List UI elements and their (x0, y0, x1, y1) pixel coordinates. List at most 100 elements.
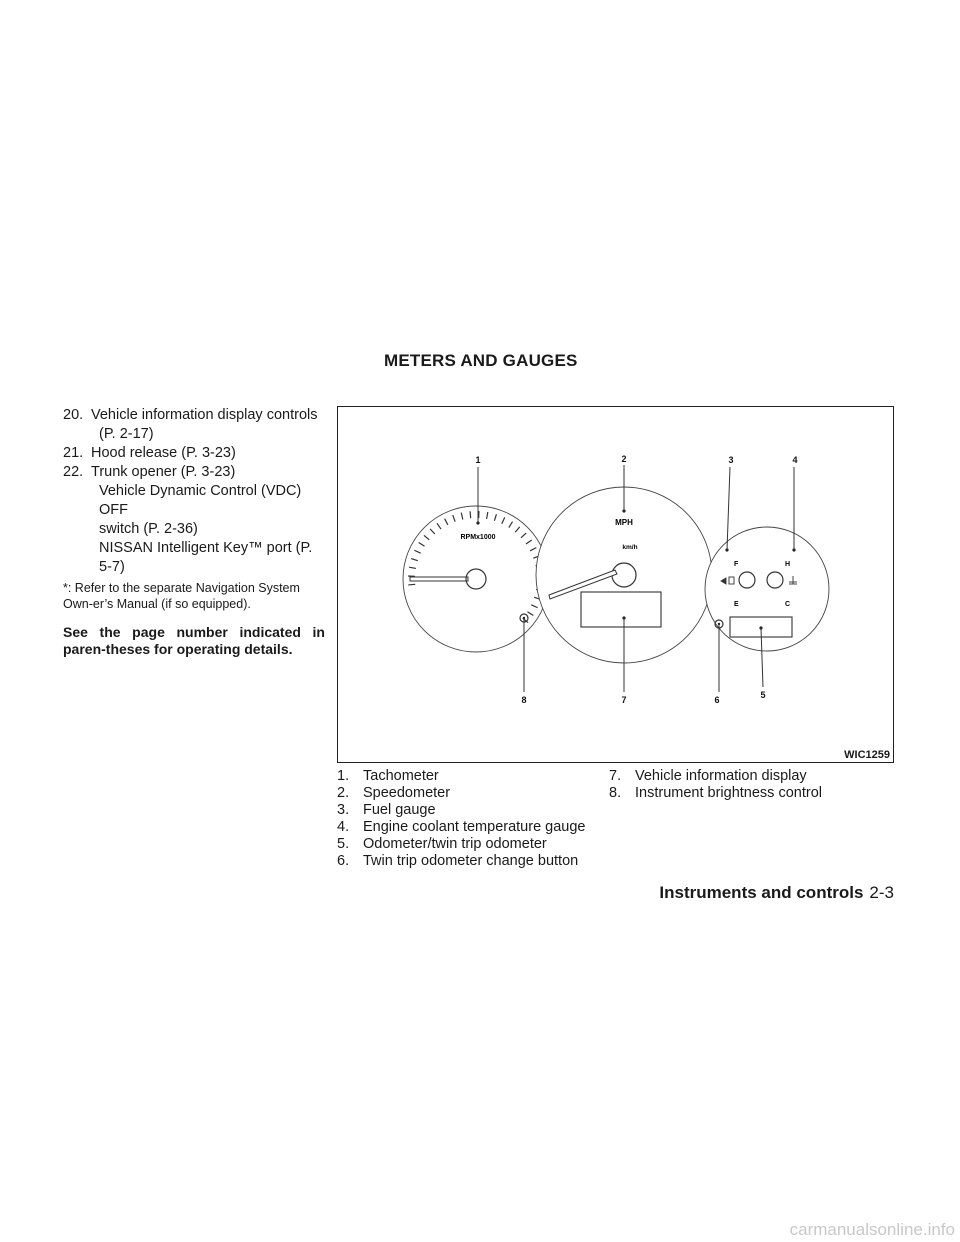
tachometer-tick (469, 511, 472, 519)
tachometer-tick (429, 528, 436, 535)
callout-1: 1 (475, 455, 480, 465)
temp-cold-label: C (785, 601, 790, 608)
legend-number: 8. (609, 785, 622, 801)
item-text: Hood release (P. 3-23) (91, 445, 236, 461)
tachometer-needle (409, 576, 469, 582)
legend-text: Instrument brightness control (635, 785, 822, 801)
item-number: 20. (63, 407, 84, 423)
list-item: NISSAN Intelligent Key™ port (P. 5-7) (63, 539, 325, 577)
item-text: NISSAN Intelligent Key™ port (P. 5-7) (99, 540, 313, 575)
callout-3: 3 (728, 455, 733, 465)
speedometer-sub-label: km/h (622, 544, 637, 551)
cluster-illustration: RPMx1000 MPH km/h F E H C (402, 454, 830, 705)
legend-item: 3. Fuel gauge (337, 802, 607, 819)
legend-text: Vehicle information display (635, 768, 807, 784)
tachometer-tick (408, 583, 416, 586)
tachometer-tick (418, 541, 425, 547)
list-item: switch (P. 2-36) (63, 520, 325, 539)
item-text: switch (P. 2-36) (99, 521, 198, 537)
tachometer-tick (501, 517, 506, 524)
list-item: 22. Trunk opener (P. 3-23) (63, 463, 325, 482)
legend-number: 4. (337, 819, 350, 835)
callout-7: 7 (621, 695, 626, 705)
legend-text: Twin trip odometer change button (363, 853, 579, 869)
tachometer-tick (414, 549, 421, 554)
footnote: *: Refer to the separate Navigation Syst… (63, 581, 300, 611)
tachometer-tick (408, 566, 417, 569)
instruction-note: See the page number indicated in paren-t… (63, 624, 325, 657)
legend-item: 5. Odometer/twin trip odometer (337, 836, 607, 853)
fuel-full-label: F (734, 561, 739, 568)
left-column: 20.Vehicle information display controls … (63, 406, 325, 658)
tachometer-tick (460, 512, 464, 520)
legend-item: 4. Engine coolant temperature gauge (337, 819, 607, 836)
tachometer-tick (452, 514, 456, 522)
tachometer-tick (508, 521, 514, 528)
tachometer-tick (410, 557, 419, 562)
callout-line-3 (726, 466, 731, 551)
legend-text: Tachometer (363, 768, 439, 784)
legend-text: Fuel gauge (363, 802, 436, 818)
legend-number: 5. (337, 836, 350, 852)
fuel-gauge-hub (738, 571, 756, 589)
legend-number: 6. (337, 853, 350, 869)
legend-text: Speedometer (363, 785, 451, 801)
speedometer-needle (548, 569, 618, 600)
legend-left-column: 1.Tachometer 2.Speedometer 3.Fuel gauge … (337, 768, 607, 870)
speedometer-label: MPH (615, 518, 633, 527)
tachometer-tick (444, 518, 449, 526)
legend-number: 1. (337, 768, 350, 784)
legend-text: Odometer/twin trip odometer (363, 836, 547, 852)
tachometer-tick (520, 532, 527, 539)
tachometer-dial (402, 505, 550, 653)
tachometer-tick (525, 539, 533, 545)
legend-item: 7. Vehicle information display (609, 768, 894, 785)
watermark: carmanualsonline.info (789, 1220, 955, 1239)
legend-item: 2. Speedometer (337, 785, 607, 802)
callout-5: 5 (760, 690, 765, 700)
legend-item: 8. Instrument brightness control (609, 785, 894, 802)
item-number: 21. (63, 445, 84, 461)
tachometer-tick (514, 526, 521, 533)
list-item: Vehicle Dynamic Control (VDC) OFF (63, 482, 325, 520)
page-number: 2-3 (869, 883, 894, 902)
temp-hot-label: H (785, 561, 790, 568)
item-text: Vehicle Dynamic Control (VDC) OFF (99, 483, 302, 518)
legend-right-column: 7. Vehicle information display 8. Instrume… (609, 768, 894, 802)
temp-gauge-hub (766, 571, 784, 589)
legend-item: 6. Twin trip odometer change button (337, 853, 607, 870)
item-text: Vehicle information display controls (91, 407, 318, 423)
fuel-empty-label: E (734, 601, 739, 608)
tachometer-hub (465, 568, 487, 590)
legend-text: Engine coolant temperature gauge (363, 819, 586, 835)
fuel-temp-dial (704, 526, 830, 652)
legend-number: 7. (609, 768, 622, 784)
fuel-pump-icon (720, 576, 735, 585)
callout-2: 2 (621, 454, 626, 464)
tachometer-tick (493, 513, 498, 522)
legend-number: 3. (337, 802, 350, 818)
callout-line-5 (760, 627, 764, 688)
tachometer-label: RPMx1000 (460, 534, 495, 541)
list-item: (P. 2-17) (63, 425, 325, 444)
list-item: 21. Hood release (P. 3-23) (63, 444, 325, 463)
tachometer-tick (436, 522, 442, 530)
callout-6: 6 (714, 695, 719, 705)
tachometer-tick (423, 534, 430, 541)
instrument-cluster-figure: RPMx1000 MPH km/h F E H C (337, 406, 894, 763)
section-title: METERS AND GAUGES (384, 351, 578, 370)
tachometer-tick (527, 611, 534, 617)
item-text: Trunk opener (P. 3-23) (91, 464, 236, 480)
callout-4: 4 (792, 455, 797, 465)
figure-code: WIC1259 (844, 749, 890, 761)
legend-item: 1. Tachometer (337, 768, 607, 785)
legend-number: 2. (337, 785, 350, 801)
tachometer-tick (531, 604, 538, 609)
item-number: 22. (63, 464, 84, 480)
vehicle-information-display (580, 591, 662, 628)
tachometer-tick (529, 547, 537, 552)
tachometer-tick (486, 511, 489, 520)
callout-8: 8 (521, 695, 526, 705)
item-text: (P. 2-17) (99, 426, 154, 442)
